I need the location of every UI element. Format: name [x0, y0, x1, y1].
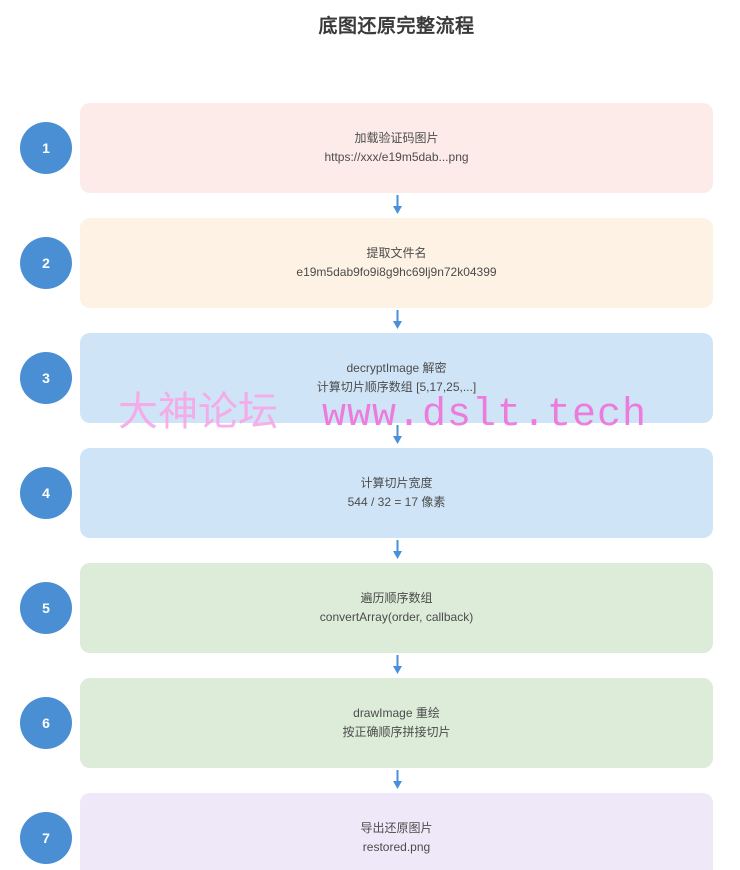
step-box: 遍历顺序数组 convertArray(order, callback)	[80, 563, 713, 653]
step-box: 导出还原图片 restored.png	[80, 793, 713, 870]
step-row: 3 decryptImage 解密 计算切片顺序数组 [5,17,25,...]	[0, 333, 740, 423]
step-box: 计算切片宽度 544 / 32 = 17 像素	[80, 448, 713, 538]
step-number: 5	[42, 600, 50, 616]
arrow-down-icon	[393, 195, 402, 214]
step-number: 4	[42, 485, 50, 501]
step-number-badge: 1	[20, 122, 72, 174]
step-box: decryptImage 解密 计算切片顺序数组 [5,17,25,...]	[80, 333, 713, 423]
arrow-row	[0, 653, 740, 678]
step-number-badge: 7	[20, 812, 72, 864]
step-title: decryptImage 解密	[346, 361, 447, 375]
step-detail: convertArray(order, callback)	[319, 610, 474, 624]
arrow-down-icon	[393, 770, 402, 789]
arrow-row	[0, 538, 740, 563]
step-row: 4 计算切片宽度 544 / 32 = 17 像素	[0, 448, 740, 538]
step-row: 2 提取文件名 e19m5dab9fo9i8g9hc69lj9n72k04399	[0, 218, 740, 308]
step-number: 7	[42, 830, 50, 846]
arrow-row	[0, 423, 740, 448]
step-detail: e19m5dab9fo9i8g9hc69lj9n72k04399	[296, 265, 497, 279]
step-number: 3	[42, 370, 50, 386]
step-detail: 544 / 32 = 17 像素	[347, 495, 446, 509]
step-row: 6 drawImage 重绘 按正确顺序拼接切片	[0, 678, 740, 768]
step-number-badge: 6	[20, 697, 72, 749]
step-title: drawImage 重绘	[353, 706, 440, 720]
arrow-down-icon	[393, 655, 402, 674]
step-number: 2	[42, 255, 50, 271]
step-box: 提取文件名 e19m5dab9fo9i8g9hc69lj9n72k04399	[80, 218, 713, 308]
arrow-down-icon	[393, 310, 402, 329]
step-box: drawImage 重绘 按正确顺序拼接切片	[80, 678, 713, 768]
step-row: 1 加载验证码图片 https://xxx/e19m5dab...png	[0, 103, 740, 193]
arrow-row	[0, 768, 740, 793]
arrow-row	[0, 308, 740, 333]
step-detail: 计算切片顺序数组 [5,17,25,...]	[316, 380, 477, 394]
step-number: 1	[42, 140, 50, 156]
page-title: 底图还原完整流程	[318, 16, 475, 37]
flow: 1 加载验证码图片 https://xxx/e19m5dab...png 2 提…	[0, 103, 740, 870]
step-number-badge: 4	[20, 467, 72, 519]
step-row: 5 遍历顺序数组 convertArray(order, callback)	[0, 563, 740, 653]
step-detail: restored.png	[362, 840, 431, 854]
arrow-down-icon	[393, 425, 402, 444]
step-row: 7 导出还原图片 restored.png	[0, 793, 740, 870]
step-title: 遍历顺序数组	[360, 591, 433, 605]
step-detail: https://xxx/e19m5dab...png	[324, 150, 469, 164]
arrow-down-icon	[393, 540, 402, 559]
step-number: 6	[42, 715, 50, 731]
step-title: 加载验证码图片	[354, 131, 439, 145]
step-box: 加载验证码图片 https://xxx/e19m5dab...png	[80, 103, 713, 193]
step-number-badge: 2	[20, 237, 72, 289]
step-title: 导出还原图片	[360, 821, 433, 835]
step-number-badge: 5	[20, 582, 72, 634]
step-number-badge: 3	[20, 352, 72, 404]
arrow-row	[0, 193, 740, 218]
step-detail: 按正确顺序拼接切片	[342, 725, 451, 739]
step-title: 提取文件名	[366, 246, 427, 260]
step-title: 计算切片宽度	[360, 476, 433, 490]
